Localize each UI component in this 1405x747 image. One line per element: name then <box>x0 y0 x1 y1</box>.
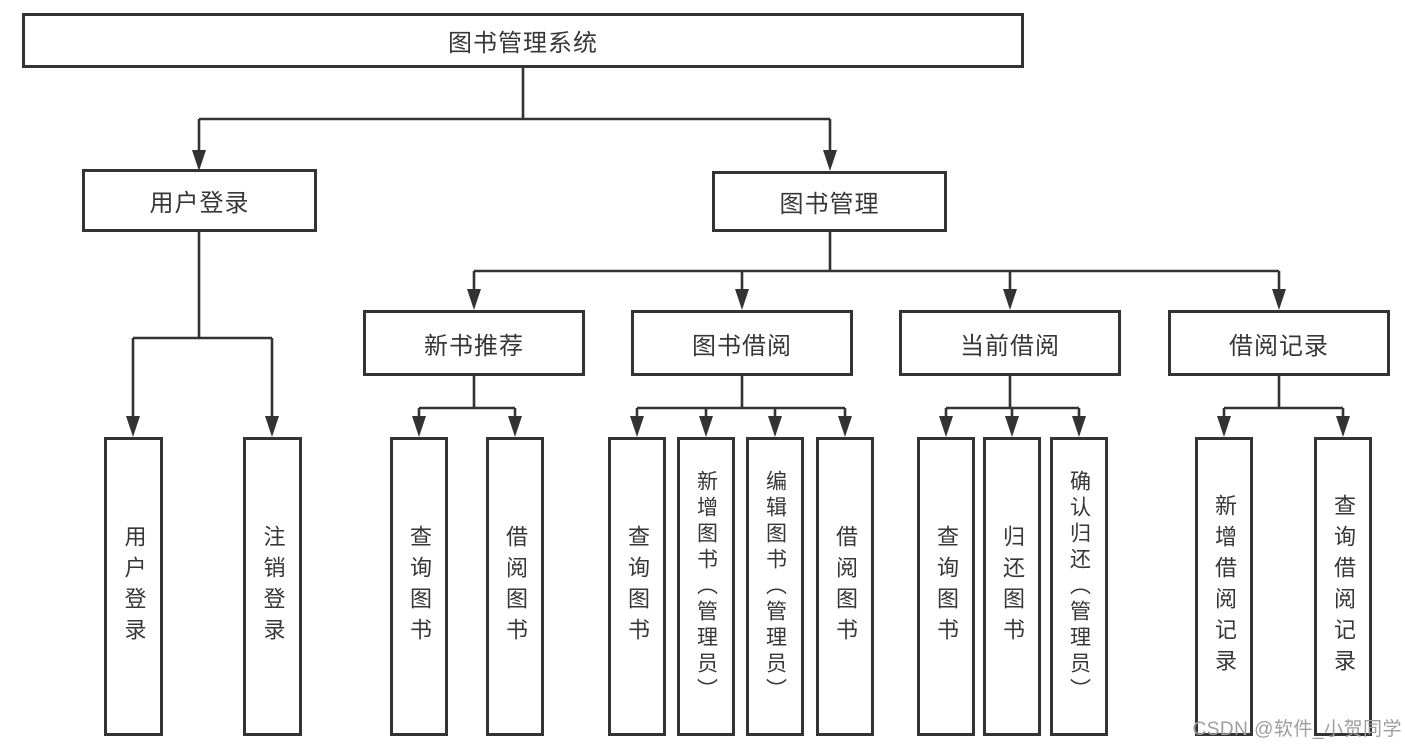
leaf-records-add-record-label: 新增借阅记录 <box>1212 493 1237 680</box>
leaf-user-login: 用户登录 <box>104 437 163 736</box>
leaf-current-query-books: 查询图书 <box>917 437 975 736</box>
leaf-borrow-add-books-admin: 新增图书（管理员） <box>677 437 735 736</box>
leaf-recommend-borrow-books: 借阅图书 <box>486 437 544 736</box>
leaf-borrow-borrow-books-label: 借阅图书 <box>833 524 858 649</box>
node-user-login-label: 用户登录 <box>149 190 250 217</box>
node-current-borrow: 当前借阅 <box>899 310 1121 376</box>
node-book-management: 图书管理 <box>712 171 947 232</box>
leaf-records-query-record: 查询借阅记录 <box>1314 437 1372 736</box>
node-book-management-label: 图书管理 <box>779 191 880 218</box>
leaf-records-add-record: 新增借阅记录 <box>1195 437 1253 736</box>
node-book-borrow: 图书借阅 <box>631 310 853 376</box>
node-borrow-records: 借阅记录 <box>1168 310 1390 376</box>
node-new-book-recommend: 新书推荐 <box>363 310 585 376</box>
leaf-current-confirm-return-admin: 确认归还（管理员） <box>1050 437 1108 736</box>
leaf-current-return-books: 归还图书 <box>983 437 1041 736</box>
leaf-recommend-query-books-label: 查询图书 <box>407 524 432 649</box>
leaf-borrow-add-books-admin-label: 新增图书（管理员） <box>694 469 718 704</box>
leaf-recommend-query-books: 查询图书 <box>390 437 448 736</box>
arrowheads <box>126 150 1350 437</box>
leaf-logout-label: 注销登录 <box>260 524 286 649</box>
csdn-watermark: CSDN @软件_小贺同学 <box>1192 719 1402 740</box>
leaf-current-confirm-return-admin-label: 确认归还（管理员） <box>1067 469 1091 704</box>
node-root-label: 图书管理系统 <box>448 30 598 57</box>
node-borrow-records-label: 借阅记录 <box>1229 332 1329 360</box>
node-root: 图书管理系统 <box>22 13 1024 68</box>
node-user-login: 用户登录 <box>82 169 317 232</box>
node-new-book-recommend-label: 新书推荐 <box>424 332 524 360</box>
leaf-borrow-edit-books-admin-label: 编辑图书（管理员） <box>763 469 787 704</box>
leaf-user-login-label: 用户登录 <box>121 524 147 649</box>
leaf-borrow-query-books-label: 查询图书 <box>625 524 650 649</box>
leaf-borrow-query-books: 查询图书 <box>608 437 666 736</box>
leaf-borrow-edit-books-admin: 编辑图书（管理员） <box>746 437 804 736</box>
node-current-borrow-label: 当前借阅 <box>960 332 1060 360</box>
leaf-current-return-books-label: 归还图书 <box>1000 524 1025 649</box>
node-book-borrow-label: 图书借阅 <box>692 332 792 360</box>
leaf-current-query-books-label: 查询图书 <box>934 524 959 649</box>
leaf-recommend-borrow-books-label: 借阅图书 <box>503 524 528 649</box>
leaf-records-query-record-label: 查询借阅记录 <box>1331 493 1356 680</box>
leaf-borrow-borrow-books: 借阅图书 <box>816 437 874 736</box>
leaf-logout: 注销登录 <box>243 437 302 736</box>
